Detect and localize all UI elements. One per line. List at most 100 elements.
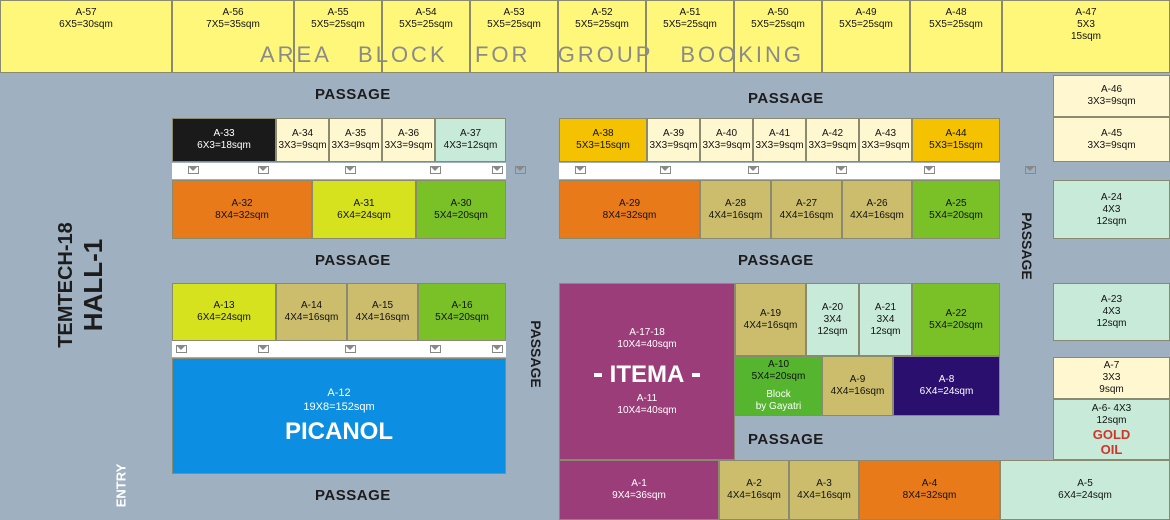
booth-label: A-2 4X4=16sqm (727, 478, 781, 501)
passage-label-vertical: PASSAGE (1019, 212, 1035, 280)
booth-a54[interactable]: A-54 5X5=25sqm (382, 0, 470, 73)
booth-label: A-15 4X4=16sqm (355, 300, 410, 323)
booth-a9[interactable]: A-9 4X4=16sqm (822, 356, 893, 416)
booth-label: A-14 4X4=16sqm (284, 300, 339, 323)
booth-label: A-31 6X4=24sqm (337, 197, 391, 221)
booth-a44[interactable]: A-44 5X3=15sqm (912, 118, 1000, 162)
booth-a50[interactable]: A-50 5X5=25sqm (734, 0, 822, 73)
booth-label: A-53 5X5=25sqm (487, 7, 541, 30)
booth-label: A-26 4X4=16sqm (850, 197, 904, 221)
booth-a56[interactable]: A-56 7X5=35sqm (172, 0, 294, 73)
booth-a37[interactable]: A-37 4X3=12sqm (435, 118, 506, 162)
booth-a17-18-a11[interactable]: A-17-18 10X4=40sqm ITEMA A-11 10X4=40sqm (559, 283, 735, 460)
booth-a46[interactable]: A-46 3X3=9sqm (1053, 75, 1170, 117)
hall-name: TEMTECH-18 (55, 222, 77, 348)
booth-label: A-22 5X4=20sqm (929, 307, 983, 331)
booth-a43[interactable]: A-43 3X3=9sqm (859, 118, 912, 162)
booth-a21[interactable]: A-21 3X4 12sqm (859, 283, 912, 356)
booth-a8[interactable]: A-8 6X4=24sqm (893, 356, 1000, 416)
booth-a28[interactable]: A-28 4X4=16sqm (700, 180, 771, 239)
itema-brand-text: ITEMA (609, 360, 685, 388)
booth-label: A-48 5X5=25sqm (929, 7, 983, 30)
booth-label: A-45 3X3=9sqm (1087, 127, 1136, 151)
booth-a33[interactable]: A-33 6X3=18sqm (172, 118, 276, 162)
booth-a25[interactable]: A-25 5X4=20sqm (912, 180, 1000, 239)
booth-a3[interactable]: A-3 4X4=16sqm (789, 460, 859, 520)
booth-a34[interactable]: A-34 3X3=9sqm (276, 118, 329, 162)
booth-a22[interactable]: A-22 5X4=20sqm (912, 283, 1000, 356)
booth-label: A-10 5X4=20sqm (751, 359, 806, 382)
booth-a40[interactable]: A-40 3X3=9sqm (700, 118, 753, 162)
booth-a7[interactable]: A-7 3X3 9sqm (1053, 357, 1170, 399)
passage-label: PASSAGE (738, 252, 814, 269)
booth-label: A-5 6X4=24sqm (1058, 478, 1112, 501)
booth-label: A-4 8X4=32sqm (902, 478, 957, 501)
envelope-icon (188, 166, 199, 174)
booth-label: A-52 5X5=25sqm (575, 7, 629, 30)
booth-a13[interactable]: A-13 6X4=24sqm (172, 283, 276, 341)
block-note: Block by Gayatri (755, 389, 802, 412)
booth-label: A-47 5X3 15sqm (1070, 7, 1101, 42)
aisle-strip (172, 341, 506, 357)
booth-a27[interactable]: A-27 4X4=16sqm (771, 180, 842, 239)
booth-a15[interactable]: A-15 4X4=16sqm (347, 283, 418, 341)
booth-label: A-55 5X5=25sqm (311, 7, 365, 30)
booth-a55[interactable]: A-55 5X5=25sqm (294, 0, 382, 73)
passage-label: PASSAGE (748, 431, 824, 448)
booth-a51[interactable]: A-51 5X5=25sqm (646, 0, 734, 73)
booth-label: A-12 19X8=152sqm (303, 387, 375, 413)
booth-label: A-30 5X4=20sqm (434, 197, 488, 221)
envelope-icon (430, 345, 441, 353)
booth-a2[interactable]: A-2 4X4=16sqm (719, 460, 789, 520)
booth-a30[interactable]: A-30 5X4=20sqm (416, 180, 506, 239)
booth-a36[interactable]: A-36 3X3=9sqm (382, 118, 435, 162)
booth-a12[interactable]: A-12 19X8=152sqm PICANOL (172, 358, 506, 474)
booth-label: A-20 3X4 12sqm (817, 301, 848, 337)
booth-a5[interactable]: A-5 6X4=24sqm (1000, 460, 1170, 520)
envelope-icon (492, 166, 503, 174)
booth-a35[interactable]: A-35 3X3=9sqm (329, 118, 382, 162)
booth-a49[interactable]: A-49 5X5=25sqm (822, 0, 910, 73)
booth-a42[interactable]: A-42 3X3=9sqm (806, 118, 859, 162)
booth-a19[interactable]: A-19 4X4=16sqm (735, 283, 806, 356)
booth-a10[interactable]: A-10 5X4=20sqm Block by Gayatri (735, 356, 822, 416)
booth-label: A-11 10X4=40sqm (617, 392, 677, 416)
booth-label: A-38 5X3=15sqm (576, 128, 630, 151)
booth-a1[interactable]: A-1 9X4=36sqm (559, 460, 719, 520)
booth-label: A-25 5X4=20sqm (929, 197, 983, 221)
booth-a24[interactable]: A-24 4X3 12sqm (1053, 180, 1170, 239)
hall-title: TEMTECH-18 HALL-1 (55, 195, 108, 375)
booth-a31[interactable]: A-31 6X4=24sqm (312, 180, 416, 239)
booth-label: A-24 4X3 12sqm (1096, 191, 1127, 227)
booth-a20[interactable]: A-20 3X4 12sqm (806, 283, 859, 356)
booth-a53[interactable]: A-53 5X5=25sqm (470, 0, 558, 73)
passage-label: PASSAGE (315, 252, 391, 269)
booth-a45[interactable]: A-45 3X3=9sqm (1053, 117, 1170, 162)
envelope-icon (430, 166, 441, 174)
booth-a57[interactable]: A-57 6X5=30sqm (0, 0, 172, 73)
aisle-strip (559, 163, 1000, 179)
booth-a29[interactable]: A-29 8X4=32sqm (559, 180, 700, 239)
itema-brand: ITEMA (593, 360, 701, 389)
booth-label: A-19 4X4=16sqm (743, 307, 798, 331)
booth-a38[interactable]: A-38 5X3=15sqm (559, 118, 647, 162)
booth-a4[interactable]: A-4 8X4=32sqm (859, 460, 1000, 520)
passage-label: PASSAGE (315, 86, 391, 103)
booth-a41[interactable]: A-41 3X3=9sqm (753, 118, 806, 162)
booth-a26[interactable]: A-26 4X4=16sqm (842, 180, 912, 239)
booth-label: A-44 5X3=15sqm (929, 128, 983, 151)
booth-a14[interactable]: A-14 4X4=16sqm (276, 283, 347, 341)
booth-label: A-34 3X3=9sqm (278, 128, 327, 151)
envelope-icon (345, 345, 356, 353)
booth-a52[interactable]: A-52 5X5=25sqm (558, 0, 646, 73)
booth-a39[interactable]: A-39 3X3=9sqm (647, 118, 700, 162)
booth-a23[interactable]: A-23 4X3 12sqm (1053, 283, 1170, 341)
booth-a48[interactable]: A-48 5X5=25sqm (910, 0, 1002, 73)
booth-a6[interactable]: A-6- 4X3 12sqm GOLD OIL (1053, 399, 1170, 460)
booth-label: A-28 4X4=16sqm (708, 197, 763, 221)
booth-a47[interactable]: A-47 5X3 15sqm (1002, 0, 1170, 73)
booth-label: A-33 6X3=18sqm (197, 128, 251, 151)
passage-label: PASSAGE (748, 90, 824, 107)
booth-a16[interactable]: A-16 5X4=20sqm (418, 283, 506, 341)
booth-a32[interactable]: A-32 8X4=32sqm (172, 180, 312, 239)
